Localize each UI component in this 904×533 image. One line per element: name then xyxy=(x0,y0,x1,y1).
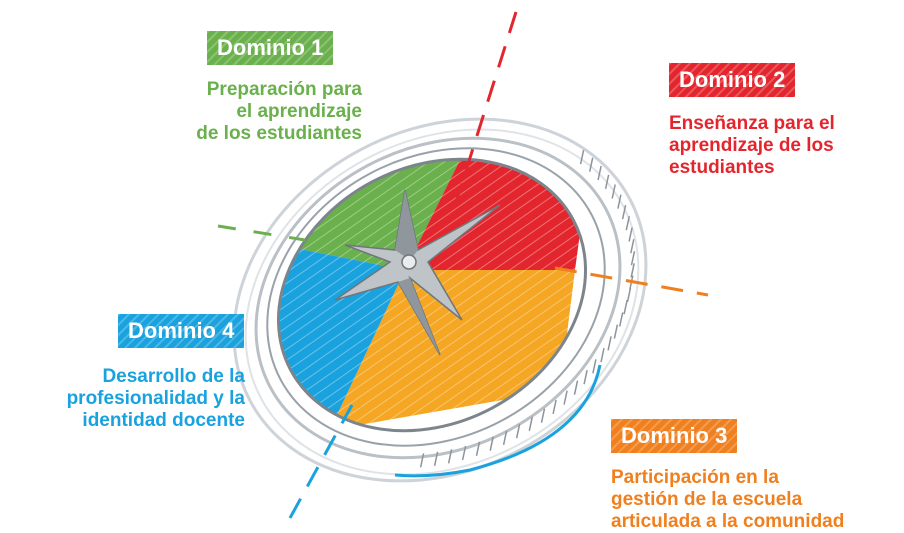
domain-1-line: de los estudiantes xyxy=(196,123,362,144)
compass-rim-ticks xyxy=(419,149,636,468)
domain-4-description: Desarrollo de la profesionalidad y la id… xyxy=(5,366,245,432)
domain-1-line: Preparación para xyxy=(206,79,362,100)
rim-tick xyxy=(604,174,610,190)
rim-tick xyxy=(623,300,628,315)
rim-tick xyxy=(447,449,453,464)
rim-tick xyxy=(502,430,508,445)
domain-2-line: aprendizaje de los xyxy=(669,135,834,156)
domain-2-badge: Dominio 2 xyxy=(669,63,796,97)
rim-tick xyxy=(618,312,624,327)
rim-tick xyxy=(573,380,579,395)
rim-tick xyxy=(419,453,425,468)
domain-4-line: profesionalidad y la xyxy=(66,388,245,409)
rim-tick xyxy=(592,359,597,374)
rim-tick xyxy=(563,390,568,405)
domain-3-line: Participación en la xyxy=(611,467,779,488)
rim-tick xyxy=(630,251,636,266)
axis-dash-domain-1 xyxy=(217,224,306,242)
rim-tick xyxy=(625,216,631,231)
rim-tick xyxy=(475,441,481,456)
rim-tick xyxy=(579,149,585,165)
axis-dash-domain-3 xyxy=(554,266,709,297)
rim-tick xyxy=(528,416,534,431)
rim-tick xyxy=(588,157,594,172)
domain-3-badge: Dominio 3 xyxy=(611,419,738,453)
rim-tick xyxy=(433,451,439,466)
rim-tick xyxy=(628,227,633,242)
rim-tick xyxy=(461,445,467,461)
domain-3-description: Participación en la gestión de la escuel… xyxy=(611,467,901,533)
rim-tick xyxy=(552,399,557,415)
rim-tick xyxy=(613,324,619,339)
domain-2-line: estudiantes xyxy=(669,157,775,178)
domain-1-badge: Dominio 1 xyxy=(207,31,334,65)
domain-1-description: Preparación para el aprendizaje de los e… xyxy=(120,79,362,145)
rim-tick xyxy=(611,184,616,199)
rim-tick xyxy=(597,165,602,181)
axis-dash-domain-4 xyxy=(288,404,354,519)
rim-tick xyxy=(583,370,588,385)
rim-tick xyxy=(617,194,622,209)
domain-3-line: gestión de la escuela xyxy=(611,489,803,510)
domain-2-description: Enseñanza para el aprendizaje de los est… xyxy=(669,113,889,179)
blue-rim-stroke xyxy=(394,364,602,478)
compass-outer-ring xyxy=(232,117,648,483)
rim-tick xyxy=(489,436,494,451)
domain-3-line: articulada a la comunidad xyxy=(611,511,845,532)
rim-tick xyxy=(630,239,635,254)
rim-tick xyxy=(600,347,605,363)
rim-tick xyxy=(630,263,635,278)
domain-2-line: Enseñanza para el xyxy=(669,113,835,134)
rim-tick xyxy=(621,204,627,220)
domain-1-line: el aprendizaje xyxy=(236,101,362,122)
compass-star-needle xyxy=(334,189,501,356)
domain-4-badge: Dominio 4 xyxy=(118,314,245,348)
rim-tick xyxy=(607,336,612,351)
rim-tick xyxy=(626,287,632,303)
rim-tick xyxy=(515,424,521,439)
compass-inner-rim xyxy=(276,157,588,433)
rim-tick xyxy=(540,408,546,423)
domain-4-line: identidad docente xyxy=(82,410,245,431)
domain-4-line: Desarrollo de la xyxy=(102,366,245,387)
